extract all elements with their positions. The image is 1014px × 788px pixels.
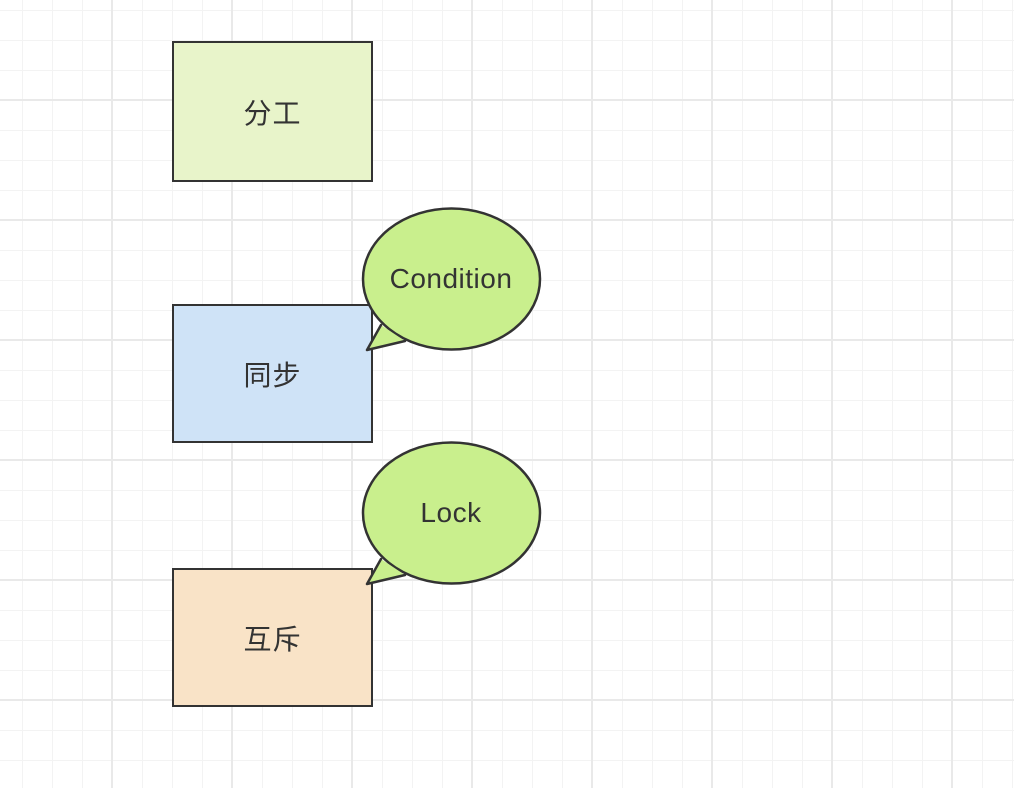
speech-bubble-icon	[361, 207, 542, 352]
node-label: 互斥	[243, 623, 302, 655]
node-label: 分工	[243, 97, 302, 129]
callout-lock[interactable]: Lock	[357, 437, 545, 589]
node-synchronization[interactable]: 同步	[172, 304, 373, 443]
node-division-of-work[interactable]: 分工	[172, 41, 373, 182]
node-label: 同步	[243, 359, 302, 391]
callout-condition[interactable]: Condition	[357, 203, 545, 355]
speech-bubble-icon	[361, 441, 542, 586]
node-mutual-exclusion[interactable]: 互斥	[172, 568, 373, 707]
